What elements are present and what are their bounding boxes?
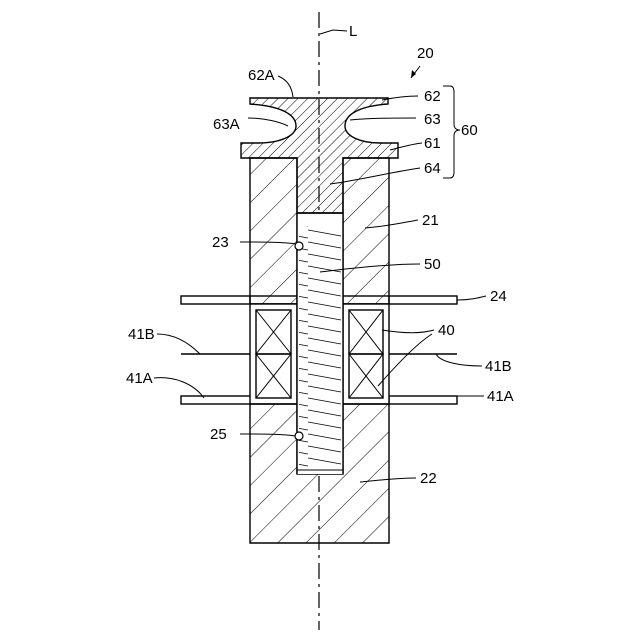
bearing-40-left — [250, 304, 297, 404]
label-25: 25 — [210, 426, 227, 443]
label-41b-right: 41B — [485, 358, 512, 375]
label-21: 21 — [422, 212, 439, 229]
label-60: 60 — [461, 122, 478, 139]
lead-41a-left — [181, 396, 251, 404]
bore-25 — [295, 432, 303, 440]
label-assembly-20: 20 — [417, 45, 434, 62]
spring-50 — [297, 213, 343, 474]
label-63: 63 — [424, 111, 441, 128]
label-62: 62 — [424, 88, 441, 105]
label-22: 22 — [420, 470, 437, 487]
label-40: 40 — [438, 322, 455, 339]
label-61: 61 — [424, 135, 441, 152]
label-41b-left: 41B — [128, 326, 155, 343]
label-62a: 62A — [248, 67, 275, 84]
lead-41a-right — [389, 396, 457, 404]
label-axis-l: L — [349, 23, 357, 40]
label-64: 64 — [424, 160, 441, 177]
label-23: 23 — [212, 234, 229, 251]
label-63a: 63A — [213, 116, 240, 133]
label-24: 24 — [490, 288, 507, 305]
bearing-40-right — [343, 304, 389, 404]
label-41a-right: 41A — [487, 388, 514, 405]
label-41a-left: 41A — [126, 370, 153, 387]
bore-23 — [295, 242, 303, 250]
label-50: 50 — [424, 256, 441, 273]
